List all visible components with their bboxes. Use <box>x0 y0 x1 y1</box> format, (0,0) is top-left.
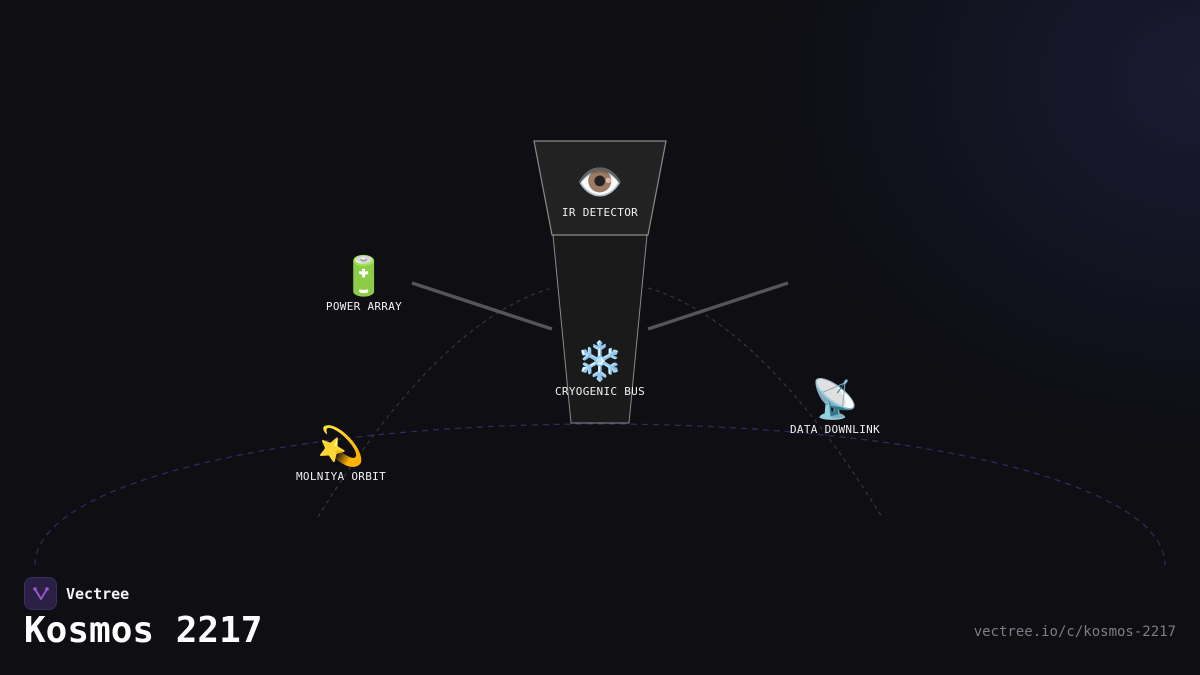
eye-icon: 👁️ <box>576 160 624 204</box>
node-label: IR DETECTOR <box>561 206 639 219</box>
battery-icon: 🔋 <box>340 254 388 298</box>
node-label: POWER ARRAY <box>325 300 403 313</box>
node-data-downlink: 📡 DATA DOWNLINK <box>755 377 915 436</box>
snowflake-icon: ❄️ <box>576 339 624 383</box>
dizzy-star-icon: 💫 <box>317 424 365 468</box>
node-label: MOLNIYA ORBIT <box>296 470 386 483</box>
node-molniya-orbit: 💫 MOLNIYA ORBIT <box>261 424 421 483</box>
orbit-ellipse <box>34 423 1166 566</box>
node-label: CRYOGENIC BUS <box>555 385 645 398</box>
page-title: Kosmos 2217 <box>24 610 263 651</box>
node-ir-detector: 👁️ IR DETECTOR <box>520 160 680 219</box>
node-cryogenic-bus: ❄️ CRYOGENIC BUS <box>520 339 680 398</box>
vectree-logo-icon <box>24 577 57 610</box>
page-url-link[interactable]: vectree.io/c/kosmos-2217 <box>973 624 1176 640</box>
satellite-antenna-icon: 📡 <box>811 377 859 421</box>
right-panel-arm <box>647 281 789 331</box>
left-panel-arm <box>411 281 553 331</box>
left-arc <box>317 287 553 518</box>
brand-name: Vectree <box>66 584 130 603</box>
right-arc <box>647 287 883 518</box>
telescope-housing <box>533 140 667 236</box>
node-label: DATA DOWNLINK <box>790 423 880 436</box>
brand[interactable]: Vectree <box>24 577 129 610</box>
node-power-array: 🔋 POWER ARRAY <box>284 254 444 313</box>
